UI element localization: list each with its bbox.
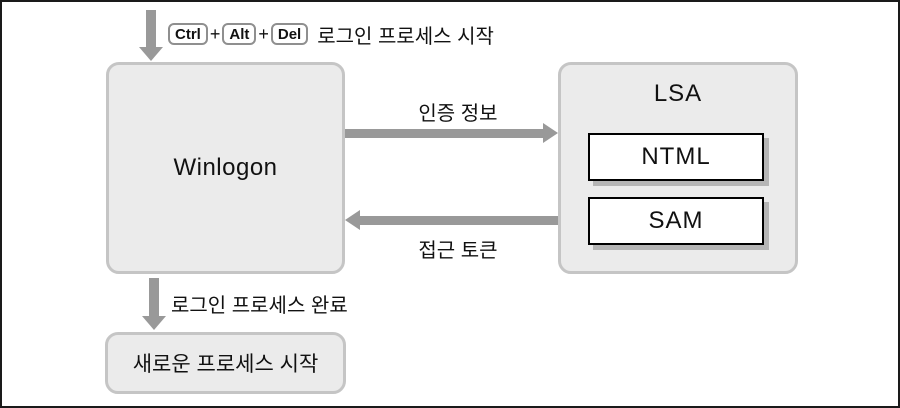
login-complete-arrow-down-icon — [142, 278, 166, 330]
sam-module-box: SAM — [588, 197, 764, 245]
plus-sign: + — [209, 23, 221, 44]
plus-sign: + — [258, 23, 269, 44]
sam-label: SAM — [648, 207, 704, 234]
login-start-caption: Ctrl + Alt + Del 로그인 프로세스 시작 — [168, 21, 494, 48]
arrow-head — [543, 123, 558, 143]
winlogon-label: Winlogon — [173, 154, 278, 181]
arrow-body — [345, 129, 544, 138]
new-process-box: 새로운 프로세스 시작 — [105, 332, 346, 394]
arrow-head — [142, 316, 166, 330]
arrow-head — [345, 210, 360, 230]
keycap-ctrl: Ctrl — [168, 23, 208, 45]
auth-info-label: 인증 정보 — [418, 103, 498, 125]
login-start-arrow-down-icon — [139, 10, 163, 61]
arrow-body — [149, 278, 159, 317]
access-token-label: 접근 토큰 — [418, 240, 498, 262]
access-token-arrow-left-icon — [345, 210, 558, 230]
arrow-head — [139, 47, 163, 61]
ntml-module-box: NTML — [588, 133, 764, 181]
auth-info-arrow-right-icon — [345, 123, 558, 143]
ntml-label: NTML — [641, 143, 711, 170]
winlogon-box: Winlogon — [106, 62, 345, 274]
arrow-body — [359, 216, 558, 225]
login-start-label: 로그인 프로세스 시작 — [317, 25, 494, 48]
lsa-title: LSA — [653, 80, 703, 107]
keycap-del: Del — [270, 23, 309, 45]
lsa-box: LSA NTML SAM — [558, 62, 798, 274]
login-complete-label: 로그인 프로세스 완료 — [171, 295, 348, 317]
arrow-body — [146, 10, 156, 48]
keycap-alt: Alt — [222, 23, 257, 45]
new-process-label: 새로운 프로세스 시작 — [132, 353, 319, 376]
